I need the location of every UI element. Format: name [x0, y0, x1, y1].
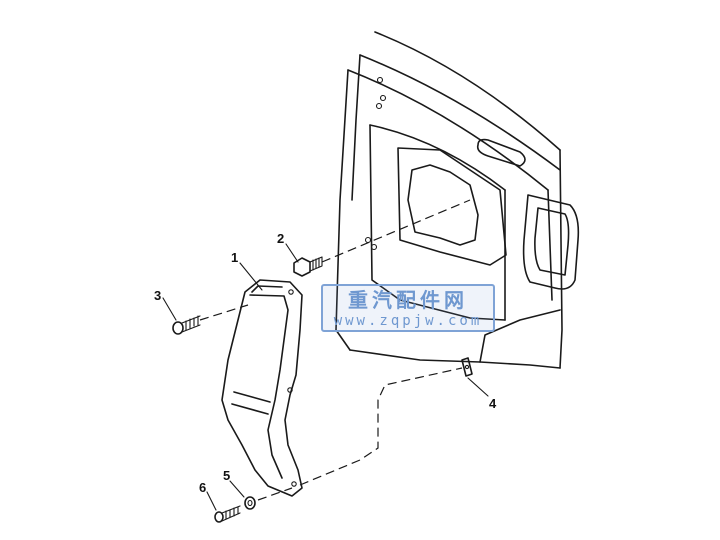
callout-labels: 1 2 3 4 5 6: [154, 231, 497, 495]
callout-5: 5: [223, 468, 230, 483]
cover-panel-part: [221, 279, 303, 497]
screw-part-3: [172, 315, 201, 335]
callout-1: 1: [231, 250, 238, 265]
screw-part-6: [214, 505, 241, 523]
callout-4: 4: [489, 396, 497, 411]
assembly-lines: [199, 199, 471, 501]
watermark-url: www.zqpjw.com: [334, 313, 483, 329]
washer-part-5: [244, 496, 256, 510]
callout-3: 3: [154, 288, 161, 303]
leader-lines: [162, 243, 489, 511]
cab-body: [335, 31, 580, 377]
flange-bolt-part: [293, 256, 323, 277]
watermark: 重汽配件网 www.zqpjw.com: [321, 284, 495, 332]
callout-6: 6: [199, 480, 206, 495]
callout-2: 2: [277, 231, 284, 246]
watermark-title: 重汽配件网: [348, 288, 468, 312]
